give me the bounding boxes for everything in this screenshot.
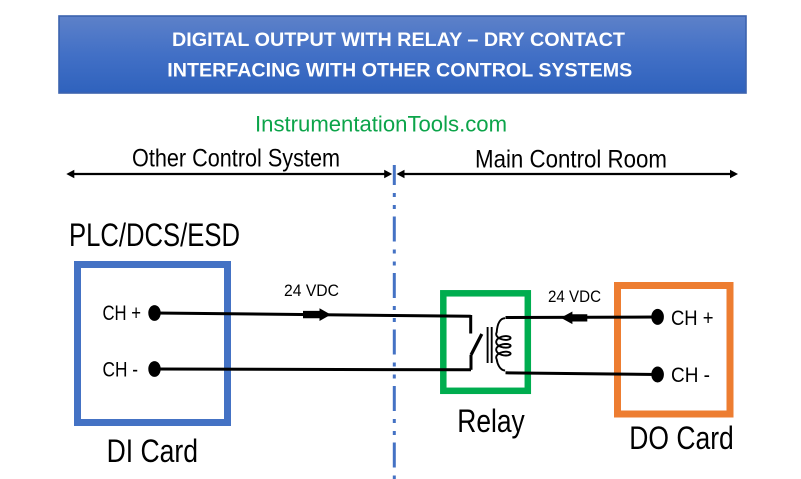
svg-text:DI Card: DI Card [107,433,198,469]
svg-text:CH -: CH - [103,359,139,382]
svg-text:CH -: CH - [671,364,710,387]
svg-text:Other Control System: Other Control System [132,145,340,173]
svg-text:PLC/DCS/ESD: PLC/DCS/ESD [69,217,240,253]
svg-text:DO Card: DO Card [629,420,734,456]
svg-text:Relay: Relay [457,403,525,439]
svg-text:24 VDC: 24 VDC [284,281,339,300]
svg-text:INTERFACING WITH OTHER CONTROL: INTERFACING WITH OTHER CONTROL SYSTEMS [167,61,632,82]
svg-text:Main Control Room: Main Control Room [475,146,667,174]
svg-text:24 VDC: 24 VDC [548,287,601,306]
svg-text:InstrumentationTools.com: InstrumentationTools.com [255,111,507,136]
svg-text:DIGITAL OUTPUT WITH RELAY – DR: DIGITAL OUTPUT WITH RELAY – DRY CONTACT [172,30,625,51]
svg-text:CH +: CH + [103,302,142,325]
svg-text:CH +: CH + [671,307,714,330]
